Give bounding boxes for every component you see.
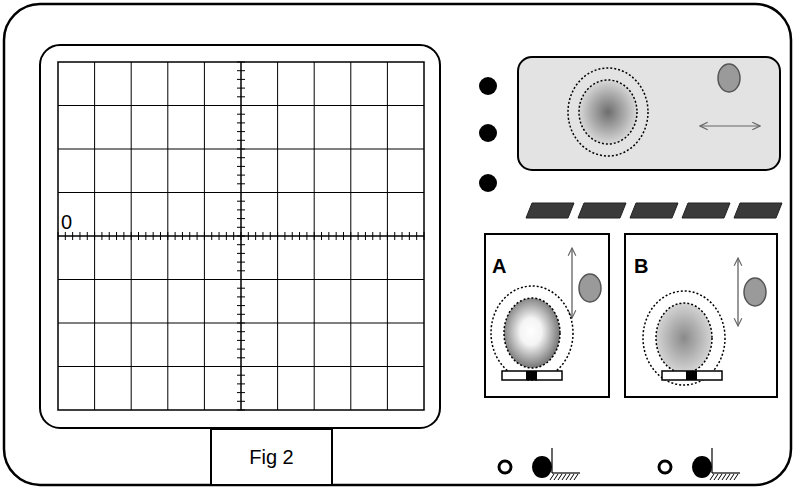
figure-label: Fig 2 xyxy=(249,446,293,469)
screen-bezel xyxy=(40,45,440,428)
channel-b-controls xyxy=(643,258,766,385)
figure-tab: Fig 2 xyxy=(210,428,333,486)
channel-letter: B xyxy=(634,255,648,278)
push-buttons xyxy=(526,203,782,218)
graticule xyxy=(58,62,424,410)
timebase-panel xyxy=(518,57,780,170)
control-dots xyxy=(479,77,497,192)
channel-panel: B xyxy=(624,233,778,398)
channel-letter: A xyxy=(492,255,506,278)
channel-panel: A xyxy=(484,233,610,398)
input-terminals xyxy=(499,448,740,480)
housing xyxy=(4,4,791,485)
axis-zero: 0 xyxy=(60,212,73,232)
channel-a-controls xyxy=(491,248,601,380)
